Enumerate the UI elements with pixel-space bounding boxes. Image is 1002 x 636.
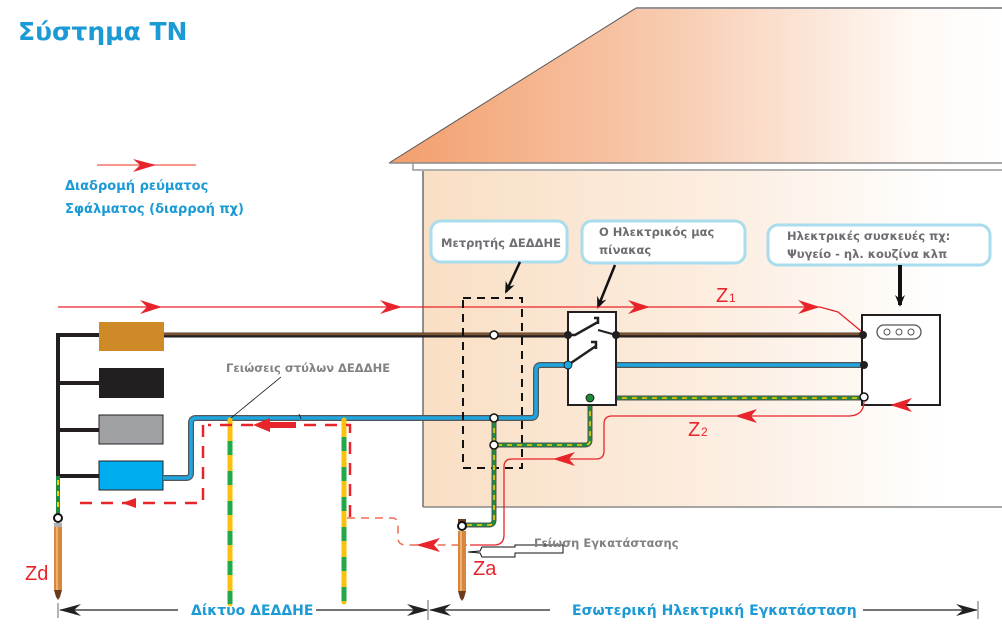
transformer [56,322,164,513]
pole-grounds-label: Γειώσεις στύλων ΔΕΔΔΗΕ [226,361,390,375]
meter-node-pe [489,440,499,450]
arrowhead-icon [380,300,402,314]
meter-pointer-arrow [504,261,522,294]
fault-path-z2: Z 2 [470,398,912,546]
z2-subscript: 2 [701,425,708,439]
phase-l3-winding [98,414,164,445]
meter-node-neutral [489,413,499,423]
callout-panel-text-1: Ο Ηλεκτρικός μας [599,225,715,239]
z2-label: Z [688,419,700,441]
earth-arrow-icon [122,498,136,508]
phase-l2-winding [99,368,164,398]
house-roof [389,8,1002,163]
phase-l1-winding [99,322,164,351]
neutral-conductor [163,362,863,481]
diagram-title: Σύστημα TN [18,17,187,46]
callout-panel: Ο Ηλεκτρικός μας πίνακας [580,219,747,309]
callout-panel-text-2: πίνακας [599,243,651,257]
dimension-internal: Εσωτερική Ηλεκτρική Εγκατάσταση [429,601,979,619]
legend: Διαδρομή ρεύματος Σφάλματος (διαρροή πχ) [65,159,244,217]
meter-node-phase [489,330,499,340]
distribution-panel [563,311,620,406]
source-ground-rod: Zd [25,476,63,600]
earth-arrow-icon [253,418,296,432]
callout-devices-text-2: Ψυγείο - ηλ. κουζίνα κλπ [787,247,947,261]
pole-grounds: Γειώσεις στύλων ΔΕΔΔΗΕ [226,361,390,607]
legend-line-1: Διαδρομή ρεύματος [65,179,208,194]
pe-conductor [462,395,863,528]
arrowhead-icon [735,409,757,423]
installation-ground-rod: Za Γείωση Εγκατάστασης [457,519,679,601]
arrowhead-icon [553,452,575,466]
neutral-winding [98,460,164,491]
arrowhead-icon [798,300,820,314]
pole-grounds-leader [230,376,282,419]
z1-subscript: 1 [729,291,736,305]
z1-label: Z [716,285,728,307]
callout-devices: Ηλεκτρικές συσκευές πχ: Ψυγείο - ηλ. κου… [766,223,992,307]
earth-arrow-icon [416,538,440,552]
hollow-arrow-icon [467,544,564,558]
callout-meter: Μετρητής ΔΕΔΔΗΕ [429,219,569,294]
dimension-network: Δίκτυο ΔΕΔΔΗΕ [57,603,429,619]
legend-arrowhead-icon [133,159,156,172]
callout-meter-text: Μετρητής ΔΕΔΔΗΕ [441,236,561,250]
fault-path-earth [72,418,467,552]
legend-line-2: Σφάλματος (διαρροή πχ) [65,202,244,217]
callout-meter-box [429,219,569,264]
callout-panel-box [580,219,747,265]
arrowhead-icon [890,398,912,412]
phase-conductor [164,332,863,338]
appliance [859,314,941,406]
dimension-network-label: Δίκτυο ΔΕΔΔΗΕ [191,603,313,619]
arrowhead-icon [628,300,650,314]
arrowhead-icon [140,300,162,314]
panel-pointer-arrow [596,264,617,309]
callout-devices-text-1: Ηλεκτρικές συσκευές πχ: [787,229,950,243]
zd-label: Zd [25,563,48,585]
dimension-internal-label: Εσωτερική Ηλεκτρική Εγκατάσταση [572,603,857,619]
installation-ground-label: Γείωση Εγκατάστασης [534,536,679,550]
callout-devices-box [766,223,992,267]
za-label: Za [473,558,497,580]
